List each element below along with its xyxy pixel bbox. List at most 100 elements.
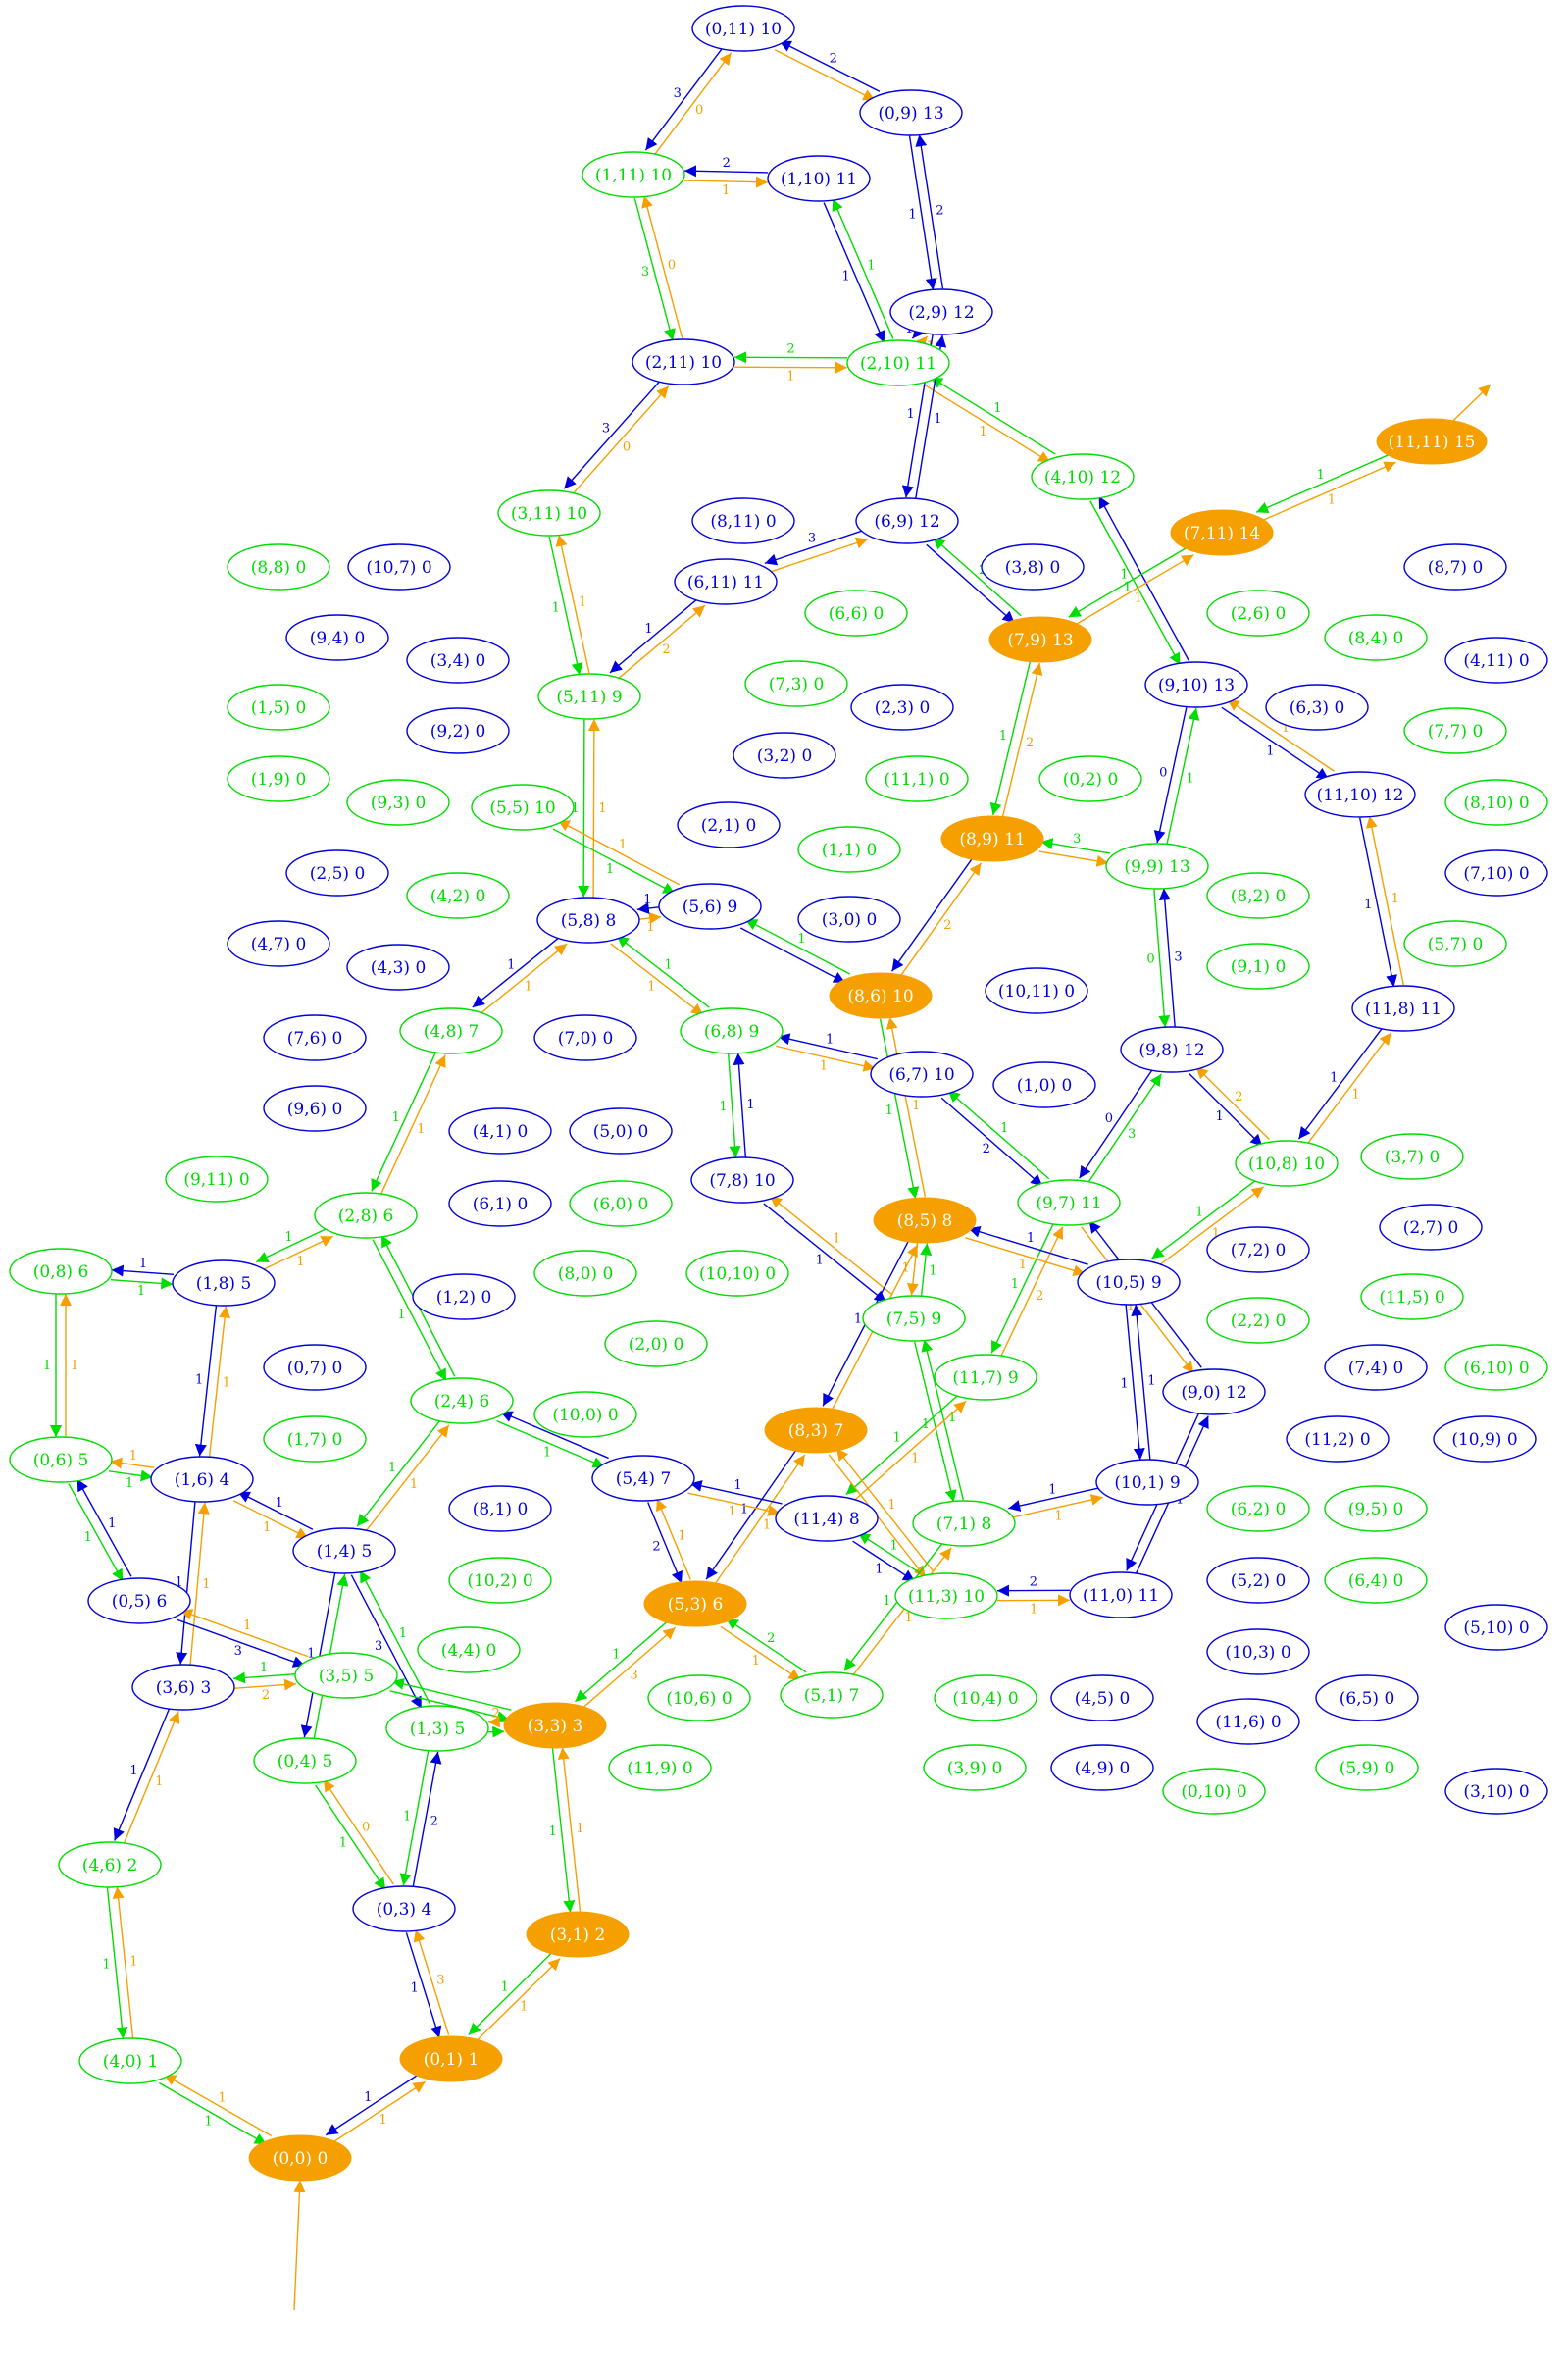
- node-10-1: (10,1) 9: [1095, 1459, 1199, 1506]
- node-ellipse: [292, 1527, 396, 1574]
- node-ellipse: [1315, 1674, 1419, 1721]
- edge-3,5-to-3,6: 1: [232, 1661, 296, 1684]
- node-label: (0,2) 0: [1063, 770, 1119, 790]
- edge-4,0-to-0,0: 1: [158, 2081, 268, 2145]
- edge-label: 1: [980, 425, 987, 439]
- edge-label: 1: [909, 208, 917, 223]
- node-ellipse: [1444, 1604, 1548, 1651]
- edge-line: [823, 202, 885, 343]
- edge-label: 1: [875, 1562, 883, 1576]
- edge-line: [1079, 1067, 1154, 1179]
- edge-label: 3: [674, 86, 682, 101]
- node-4-2: (4,2) 0: [406, 872, 510, 919]
- node-label: (4,5) 0: [1075, 1689, 1131, 1709]
- edge-label: 1: [664, 957, 672, 972]
- edge-line: [1366, 815, 1404, 986]
- edge-label: 1: [1391, 892, 1399, 906]
- edge-1,11-to-0,11: 0: [652, 52, 733, 157]
- edge-line: [1150, 1178, 1259, 1259]
- edge-10,5-to-10,8: 1: [1156, 1186, 1265, 1267]
- edge-line: [921, 1339, 964, 1501]
- edge-label: 1: [1120, 1376, 1128, 1391]
- node-label: (7,5) 9: [886, 1310, 942, 1329]
- node-5-0: (5,0) 0: [569, 1107, 673, 1155]
- edge-10,8-to-11,8: 1: [1305, 1032, 1392, 1146]
- node-1-11: (1,11) 10: [582, 151, 685, 198]
- edge-label: 1: [296, 1255, 304, 1269]
- edge-label: 1: [722, 183, 730, 198]
- node-label: (8,8) 0: [251, 558, 307, 578]
- edge-line: [1221, 706, 1330, 781]
- edge-label: 1: [397, 1308, 405, 1322]
- edge-5,5-to-5,6: 1: [552, 828, 676, 895]
- node-7-2: (7,2) 0: [1206, 1226, 1310, 1273]
- node-7-10: (7,10) 0: [1444, 849, 1548, 897]
- node-7-0: (7,0) 0: [533, 1014, 637, 1061]
- node-9-8: (9,8) 12: [1120, 1026, 1224, 1073]
- node-11-4: (11,4) 8: [775, 1495, 879, 1542]
- node-ellipse: [227, 755, 330, 802]
- edge-label: 1: [129, 1764, 137, 1778]
- node-ellipse: [988, 616, 1092, 663]
- node-7-9: (7,9) 13: [988, 616, 1092, 663]
- edge-line: [237, 1491, 314, 1530]
- node-3-5: (3,5) 5: [294, 1652, 398, 1699]
- edge-7,1-to-7,5: 1: [921, 1339, 964, 1501]
- node-label: (2,11) 10: [645, 353, 722, 373]
- edge-label: 1: [826, 1032, 834, 1047]
- node-label: (9,5) 0: [1348, 1500, 1404, 1519]
- node-ellipse: [780, 1671, 884, 1719]
- edge-line: [713, 1454, 806, 1586]
- node-11-9: (11,9) 0: [608, 1744, 712, 1791]
- node-8-2: (8,2) 0: [1206, 872, 1310, 919]
- edge-line: [468, 1950, 554, 2035]
- edge-line: [571, 385, 670, 496]
- edge-label: 2: [936, 203, 943, 218]
- edge-line: [350, 1574, 423, 1710]
- node-11-6: (11,6) 0: [1196, 1698, 1300, 1745]
- node-3-11: (3,11) 10: [497, 489, 601, 537]
- edge-line: [727, 1053, 741, 1158]
- node-label: (0,11) 10: [705, 20, 782, 39]
- node-8-11: (8,11) 0: [691, 497, 795, 544]
- node-6-9: (6,9) 12: [855, 497, 959, 544]
- node-ellipse: [1444, 1768, 1548, 1815]
- node-0-2: (0,2) 0: [1038, 755, 1142, 802]
- node-ellipse: [1403, 707, 1507, 754]
- edge-10,1-to-7,1: 1: [1008, 1482, 1101, 1512]
- edge-line: [852, 1400, 967, 1503]
- edge-line: [925, 385, 1051, 464]
- edge-0,3-to-1,3: 2: [412, 1751, 442, 1888]
- edge-label: 1: [525, 979, 532, 994]
- node-0-9: (0,9) 13: [859, 89, 963, 136]
- edge-5,3-to-3,3: 1: [574, 1619, 670, 1703]
- node-5-1: (5,1) 7: [780, 1671, 884, 1719]
- edge-3,5-to-0,5: 1: [179, 1609, 309, 1658]
- edge-label: 1: [1127, 1299, 1135, 1313]
- node-6-4: (6,4) 0: [1324, 1557, 1428, 1604]
- node-label: (6,1) 0: [473, 1195, 529, 1214]
- edge-label: 2: [723, 156, 731, 171]
- node-ellipse: [691, 5, 795, 52]
- node-ellipse: [248, 2134, 352, 2182]
- edge-8,6-to-8,9: 2: [899, 862, 983, 978]
- node-ellipse: [533, 1391, 637, 1438]
- edge-4,6-to-3,6: 1: [123, 1711, 180, 1845]
- node-0-4: (0,4) 5: [253, 1737, 357, 1784]
- edge-line: [767, 537, 869, 574]
- edge-line: [920, 1243, 933, 1297]
- edge-line: [930, 376, 1056, 455]
- node-label: (4,2) 0: [430, 887, 486, 906]
- edge-line: [968, 1225, 1088, 1265]
- node-1-5: (1,5) 0: [227, 684, 330, 731]
- edge-5,4-to-5,3: 2: [647, 1502, 683, 1584]
- node-ellipse: [894, 1572, 998, 1619]
- node-label: (10,7) 0: [366, 558, 431, 578]
- node-label: (1,8) 5: [196, 1274, 252, 1294]
- node-label: (7,0) 0: [558, 1029, 614, 1049]
- node-6-1: (6,1) 0: [448, 1180, 552, 1227]
- node-ellipse: [1444, 779, 1548, 826]
- node-2-6: (2,6) 0: [1206, 590, 1310, 637]
- edge-1,8-to-0,8: 1: [111, 1257, 175, 1277]
- edge-line: [1089, 500, 1181, 666]
